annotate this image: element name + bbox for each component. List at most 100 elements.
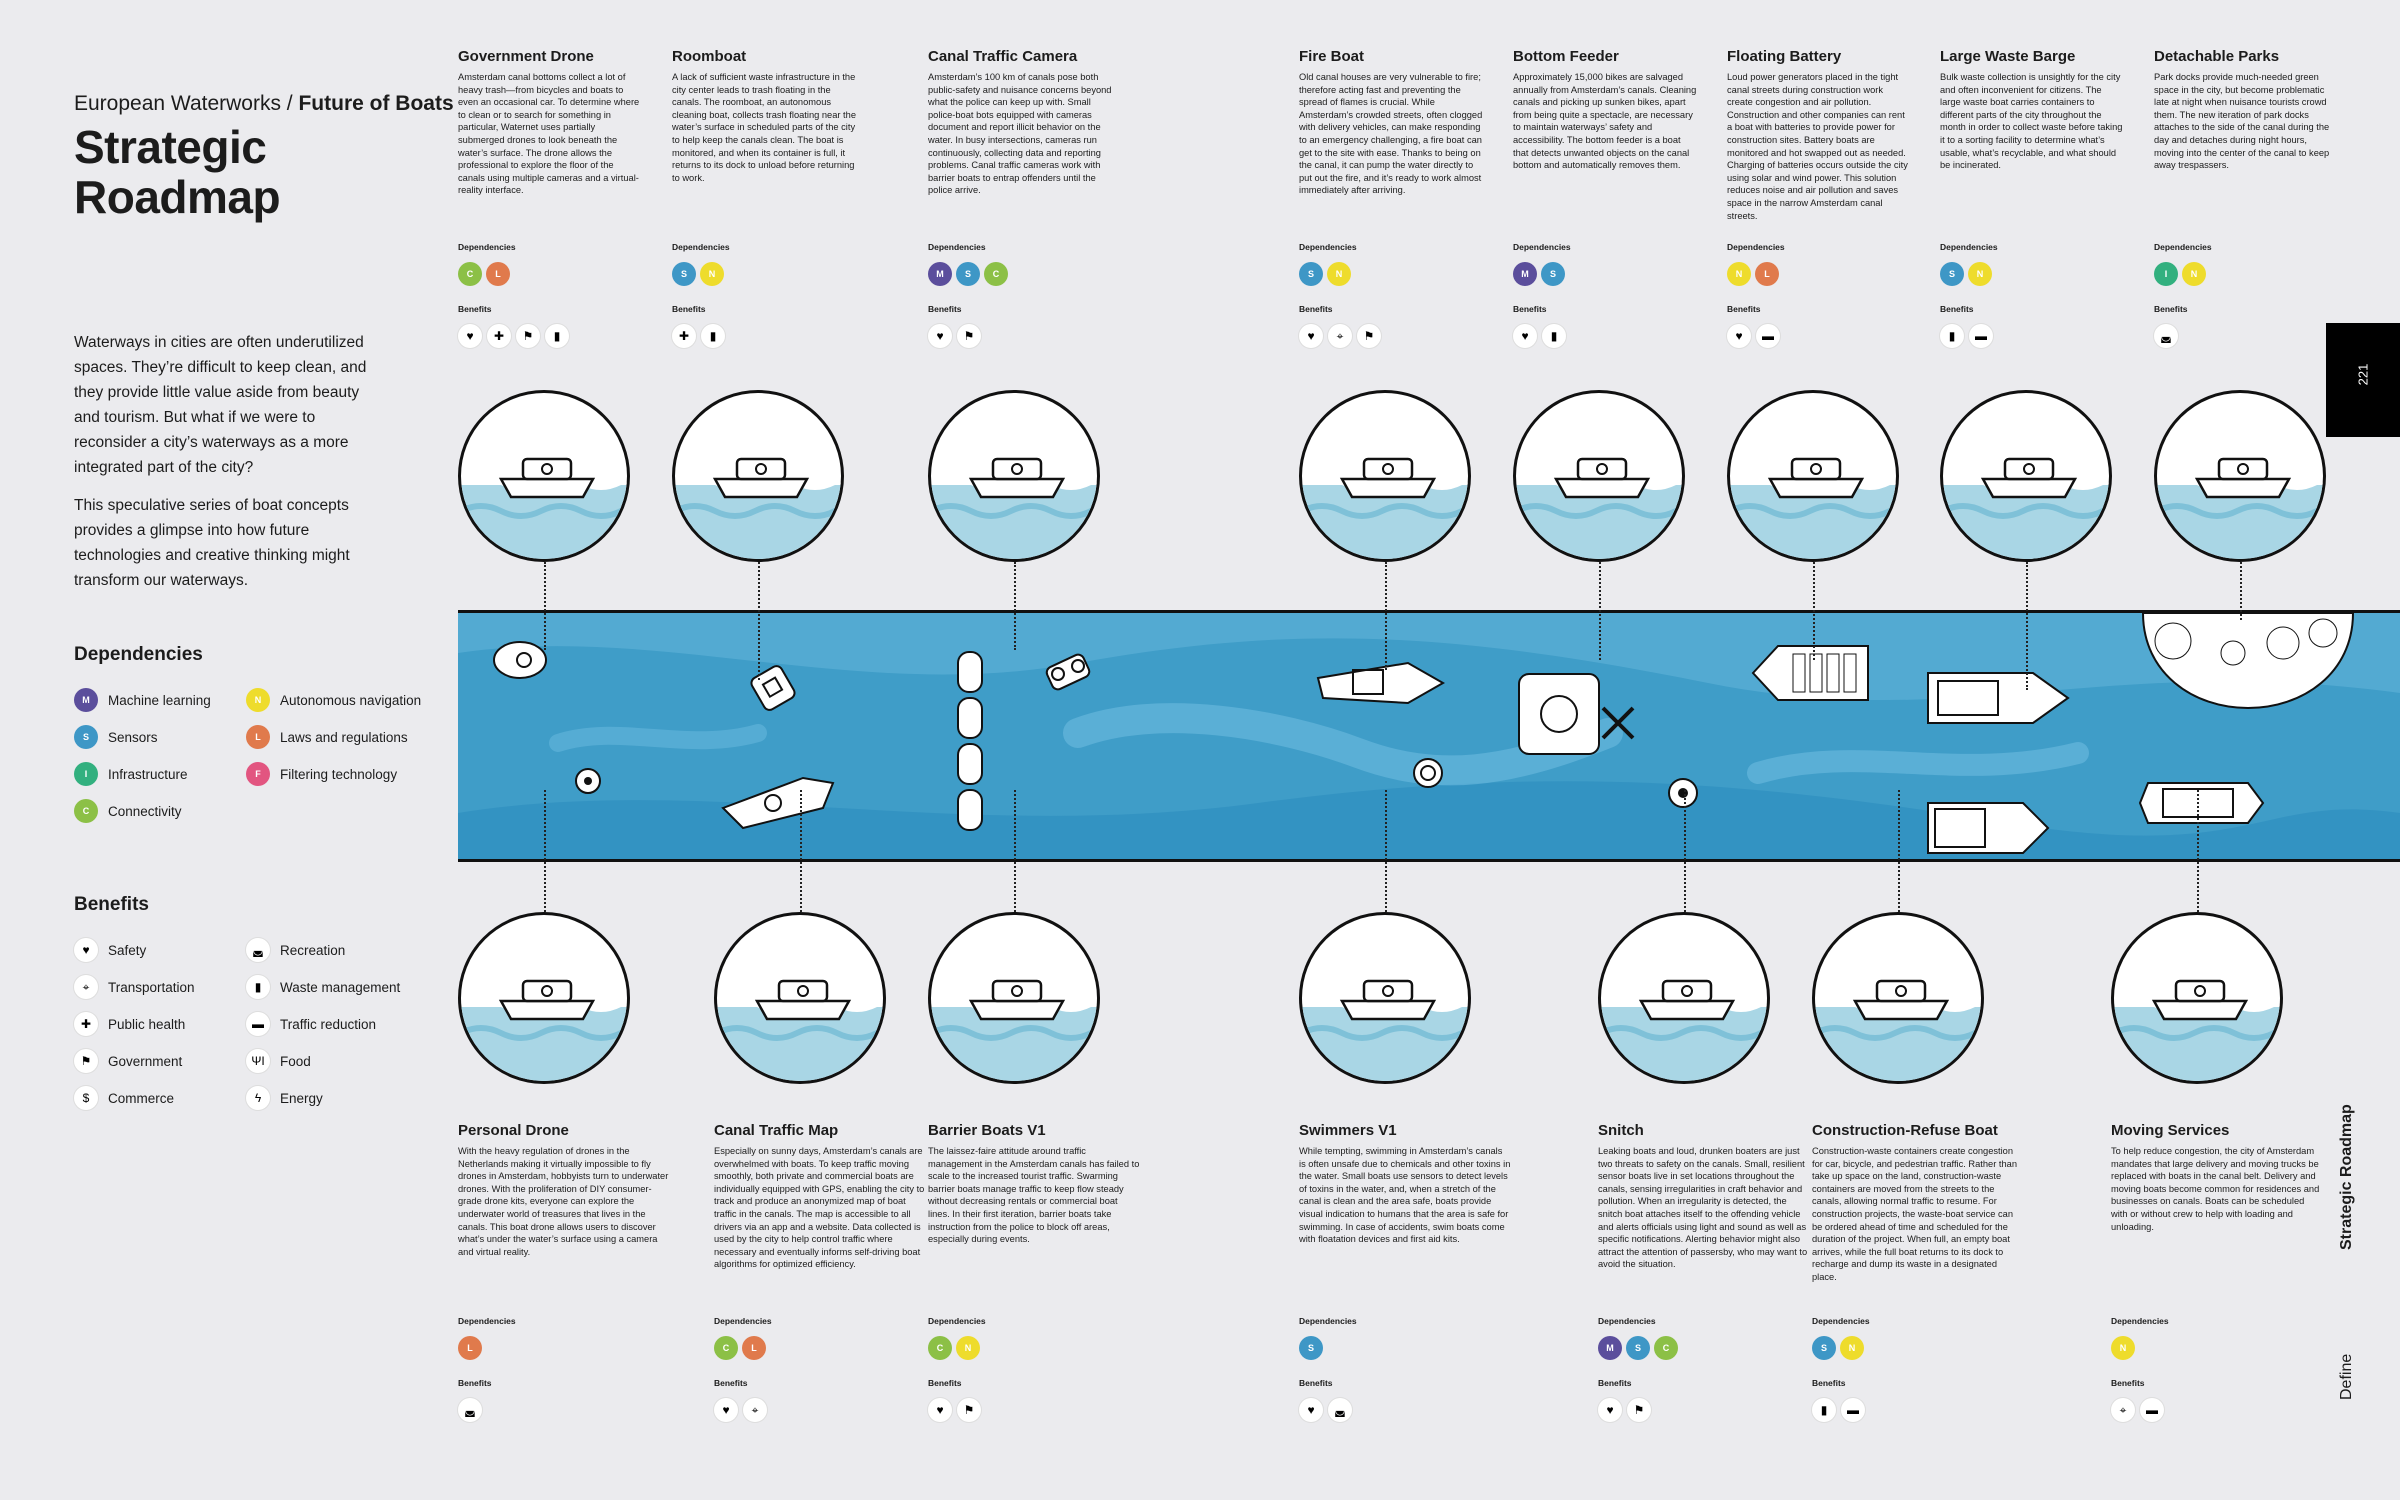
flag-icon: ⚑ [74, 1049, 98, 1073]
benefit-icons: ▮▬ [1940, 324, 1993, 348]
concept-description: Amsterdam canal bottoms collect a lot of… [458, 72, 640, 196]
dependency-dot-laws-and-regulations: L [486, 262, 510, 286]
dependencies-label: Dependencies [1299, 242, 1357, 252]
boat-illustration [931, 457, 1097, 519]
concept-title: Roomboat [672, 48, 747, 65]
flag-icon: ⚑ [957, 1398, 981, 1422]
dependency-dot-machine-learning: M [1513, 262, 1537, 286]
concept-illustration-bottom-feeder [1513, 390, 1685, 562]
connector-line [1813, 562, 1815, 660]
dependency-dots: S [1299, 1336, 1323, 1360]
river-waves [458, 613, 2400, 859]
trash-icon: ▮ [1542, 324, 1566, 348]
concept-title: Moving Services [2111, 1122, 2230, 1139]
benefit-icons: ♥⌖ [714, 1398, 767, 1422]
dependency-dots: L [458, 1336, 482, 1360]
dependencies-label: Dependencies [928, 1316, 986, 1326]
dependency-dot-infrastructure: I [74, 762, 98, 786]
concept-description: Construction-waste containers create con… [1812, 1146, 2017, 1282]
page-kicker: European Waterworks / Future of Boats [74, 92, 454, 116]
concept-illustration-government-drone [458, 390, 630, 562]
heart-icon: ♥ [1513, 324, 1537, 348]
benefits-label: Benefits [928, 304, 962, 314]
benefit-legend-item: ✚Public health [74, 1012, 185, 1036]
waste-barge-boat-icon [1927, 672, 2070, 724]
benefit-icons: ♥⚑ [1598, 1398, 1651, 1422]
dependency-dot-laws-and-regulations: L [1755, 262, 1779, 286]
benefit-label: Food [280, 1053, 311, 1069]
dependency-dot-sensors: S [1626, 1336, 1650, 1360]
refuse-boat-icon [1927, 802, 2050, 854]
benefit-icons: ♥⚑ [928, 324, 981, 348]
benefits-label: Benefits [928, 1378, 962, 1388]
connector-line [2026, 562, 2028, 690]
benefit-legend-item: ⚑ Government [74, 1049, 182, 1073]
boat-illustration [2157, 457, 2323, 519]
barrier-boats-chain-icon [957, 651, 983, 831]
dependency-dot-sensors: S [74, 725, 98, 749]
heart-icon: ♥ [1598, 1398, 1622, 1422]
concept-description: A lack of sufficient waste infrastructur… [672, 72, 856, 183]
trash-icon: ▮ [246, 975, 270, 999]
connector-line [1385, 790, 1387, 912]
dependencies-label: Dependencies [1727, 242, 1785, 252]
concept-illustration-barrier-boats-v1 [928, 912, 1100, 1084]
benefit-label: Government [108, 1053, 183, 1069]
dependency-label: Infrastructure [108, 766, 188, 782]
connector-line [1684, 790, 1686, 912]
page-title: Strategic Roadmap [74, 121, 281, 223]
concept-illustration-roomboat [672, 390, 844, 562]
boat-illustration [1730, 457, 1896, 519]
dependency-dot-connectivity: C [984, 262, 1008, 286]
concept-description: Bulk waste collection is unsightly for t… [1940, 72, 2123, 171]
connector-line [800, 790, 802, 912]
benefit-legend-item: ◛Recreation [246, 938, 345, 962]
dependencies-label: Dependencies [714, 1316, 772, 1326]
dependency-dot-autonomous-navigation: N [246, 688, 270, 712]
trash-icon: ▮ [545, 324, 569, 348]
boat-illustration [717, 979, 883, 1041]
boat-illustration [1302, 457, 1468, 519]
dependency-dot-autonomous-navigation: N [1327, 262, 1351, 286]
concept-illustration-canal-traffic-camera [928, 390, 1100, 562]
concept-illustration-snitch [1598, 912, 1770, 1084]
benefits-label: Benefits [672, 304, 706, 314]
dependency-dot-connectivity: C [928, 1336, 952, 1360]
car-icon: ▬ [1969, 324, 1993, 348]
benefits-label: Benefits [1727, 304, 1761, 314]
kicker-series: European Waterworks / [74, 92, 299, 115]
benefit-icons: ◛ [458, 1398, 482, 1422]
traffic-camera-boat-icon [1045, 653, 1091, 691]
benefit-label: Public health [108, 1016, 186, 1032]
dependencies-label: Dependencies [1940, 242, 1998, 252]
concept-title: Construction-Refuse Boat [1812, 1122, 1998, 1139]
benefits-label: Benefits [714, 1378, 748, 1388]
concept-title: Canal Traffic Camera [928, 48, 1078, 65]
dependency-dot-autonomous-navigation: N [1727, 262, 1751, 286]
page-number: 221 [2355, 363, 2371, 386]
benefits-label: Benefits [1513, 304, 1547, 314]
benefits-label: Benefits [458, 304, 492, 314]
benefit-label: Energy [280, 1090, 323, 1106]
sunglasses-icon: ◛ [458, 1398, 482, 1422]
concept-title: Fire Boat [1299, 48, 1365, 65]
kicker-book: Future of Boats [298, 92, 454, 115]
dependencies-label: Dependencies [2154, 242, 2212, 252]
location-pin-icon: ⌖ [743, 1398, 767, 1422]
concept-title: Swimmers V1 [1299, 1122, 1397, 1139]
benefit-label: Safety [108, 942, 147, 958]
